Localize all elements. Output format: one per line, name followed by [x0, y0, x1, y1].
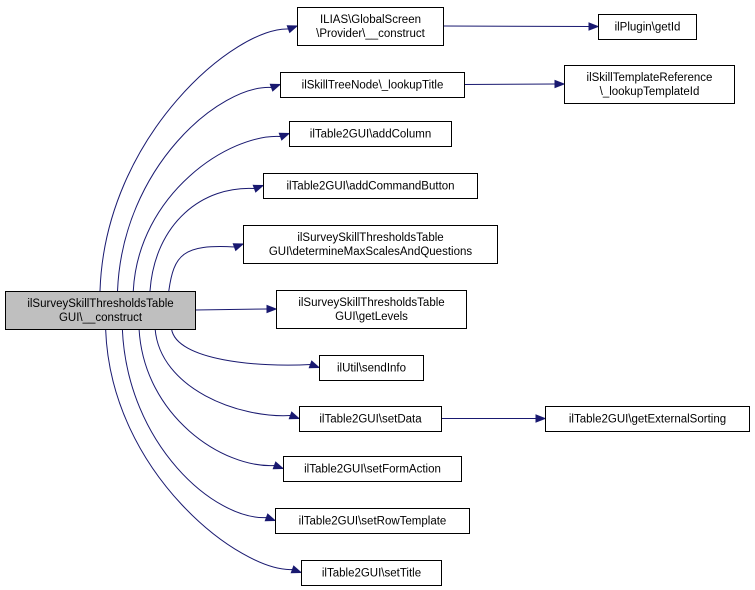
- edge-set-data-to-get-ext-sorting: [441, 414, 547, 423]
- node-label-line: ilTable2GUI\setTitle: [322, 568, 421, 580]
- nodes-layer: ilSurveySkillThresholdsTableGUI\__constr…: [5, 7, 750, 586]
- edge-root-to-get-levels: [194, 304, 278, 314]
- node-label-line: ilTable2GUI\setRowTemplate: [299, 516, 447, 528]
- node-label-line: ilSurveySkillThresholdsTable: [27, 298, 173, 310]
- node-box: [243, 225, 498, 264]
- node-lookup-template[interactable]: ilSkillTemplateReference \_lookupTemplate…: [564, 65, 735, 104]
- node-label-line: ilSkillTemplateReference: [587, 72, 713, 84]
- edge-line: [442, 25, 590, 27]
- node-add-command[interactable]: ilTable2GUI\addCommandButton: [263, 173, 478, 199]
- edge-root-to-add-command: [149, 184, 265, 292]
- edge-arrowhead: [264, 513, 277, 522]
- edge-root-to-set-row-template: [121, 328, 277, 522]
- edge-line: [105, 328, 293, 571]
- edge-root-to-set-title: [105, 328, 303, 574]
- edge-arrowhead: [308, 360, 321, 369]
- edge-line: [121, 328, 267, 519]
- edge-arrowhead: [272, 461, 285, 470]
- node-label-line: GUI\getLevels: [335, 311, 408, 323]
- node-get-levels[interactable]: ilSurveySkillThresholdsTableGUI\getLevel…: [276, 290, 467, 329]
- node-label-line: \Provider\__construct: [316, 28, 425, 40]
- node-label-line: ilPlugin\getId: [615, 22, 681, 34]
- edge-line: [154, 328, 291, 417]
- edge-root-to-add-column: [132, 132, 291, 292]
- edge-root-to-send-info: [171, 328, 321, 369]
- edge-arrowhead: [290, 565, 303, 574]
- node-label-line: ilSkillTreeNode\_lookupTitle: [302, 80, 444, 92]
- node-add-column[interactable]: ilTable2GUI\addColumn: [289, 121, 452, 147]
- node-set-row-template[interactable]: ilTable2GUI\setRowTemplate: [275, 508, 470, 534]
- edge-line: [117, 86, 272, 292]
- edge-root-to-set-data: [154, 328, 301, 420]
- node-label-line: ILIAS\GlobalScreen: [320, 14, 421, 26]
- edge-root-to-set-form-action: [138, 328, 285, 470]
- edge-line: [132, 135, 281, 292]
- edge-line: [138, 328, 275, 467]
- node-box: [289, 121, 452, 147]
- node-send-info[interactable]: ilUtil\sendInfo: [319, 355, 424, 381]
- edge-line: [149, 187, 255, 292]
- node-set-title[interactable]: ilTable2GUI\setTitle: [301, 560, 442, 586]
- node-label-line: GUI\__construct: [59, 312, 143, 324]
- node-box: [299, 406, 442, 432]
- node-box: [297, 7, 444, 46]
- node-lookup-title[interactable]: ilSkillTreeNode\_lookupTitle: [280, 72, 465, 98]
- node-label-line: ilTable2GUI\setData: [319, 414, 422, 426]
- node-label-line: ilTable2GUI\addColumn: [310, 129, 431, 141]
- edge-line: [463, 83, 556, 85]
- node-box: [276, 290, 467, 329]
- node-label-line: ilTable2GUI\getExternalSorting: [569, 414, 726, 426]
- node-box: [564, 65, 735, 104]
- node-plugin-getid[interactable]: ilPlugin\getId: [598, 14, 697, 40]
- node-label-line: ilSurveySkillThresholdsTable: [298, 297, 444, 309]
- node-root[interactable]: ilSurveySkillThresholdsTableGUI\__constr…: [5, 291, 196, 330]
- edge-arrowhead: [278, 132, 291, 141]
- edge-arrowhead: [252, 184, 265, 193]
- edge-root-to-determine-max: [168, 243, 245, 292]
- edge-arrowhead: [588, 22, 600, 31]
- node-box: [598, 14, 697, 40]
- edge-root-to-lookup-title: [117, 83, 282, 292]
- node-box: [280, 72, 465, 98]
- node-get-ext-sorting[interactable]: ilTable2GUI\getExternalSorting: [545, 406, 750, 432]
- edge-line: [194, 308, 268, 311]
- node-box: [283, 456, 462, 482]
- node-box: [263, 173, 478, 199]
- node-box: [275, 508, 470, 534]
- node-box: [301, 560, 442, 586]
- node-set-data[interactable]: ilTable2GUI\setData: [299, 406, 442, 432]
- edge-arrowhead: [266, 304, 278, 314]
- node-label-line: ilSurveySkillThresholdsTable: [297, 232, 443, 244]
- edge-arrowhead: [288, 411, 301, 420]
- node-determine-max[interactable]: ilSurveySkillThresholdsTableGUI\determin…: [243, 225, 498, 264]
- node-box: [545, 406, 750, 432]
- node-box: [319, 355, 424, 381]
- node-label-line: GUI\determineMaxScalesAndQuestions: [269, 246, 473, 258]
- edge-arrowhead: [535, 414, 547, 423]
- edge-lookup-title-to-lookup-template: [463, 79, 566, 89]
- node-set-form-action[interactable]: ilTable2GUI\setFormAction: [283, 456, 462, 482]
- edge-gs-construct-to-plugin-getid: [442, 22, 600, 31]
- edge-line: [99, 28, 289, 292]
- edge-root-to-gs-construct: [99, 25, 299, 292]
- node-box: [5, 291, 196, 330]
- edge-arrowhead: [286, 25, 299, 34]
- edge-arrowhead: [269, 83, 282, 92]
- edge-line: [168, 246, 235, 292]
- edge-arrowhead: [232, 243, 245, 252]
- node-gs-construct[interactable]: ILIAS\GlobalScreen \Provider\__construct: [297, 7, 444, 46]
- edge-line: [171, 328, 311, 366]
- node-label-line: \_lookupTemplateId: [600, 86, 700, 98]
- edge-arrowhead: [554, 79, 566, 89]
- node-label-line: ilTable2GUI\addCommandButton: [286, 181, 454, 193]
- edges-layer: [99, 22, 600, 574]
- node-label-line: ilUtil\sendInfo: [337, 363, 406, 375]
- node-label-line: ilTable2GUI\setFormAction: [304, 464, 441, 476]
